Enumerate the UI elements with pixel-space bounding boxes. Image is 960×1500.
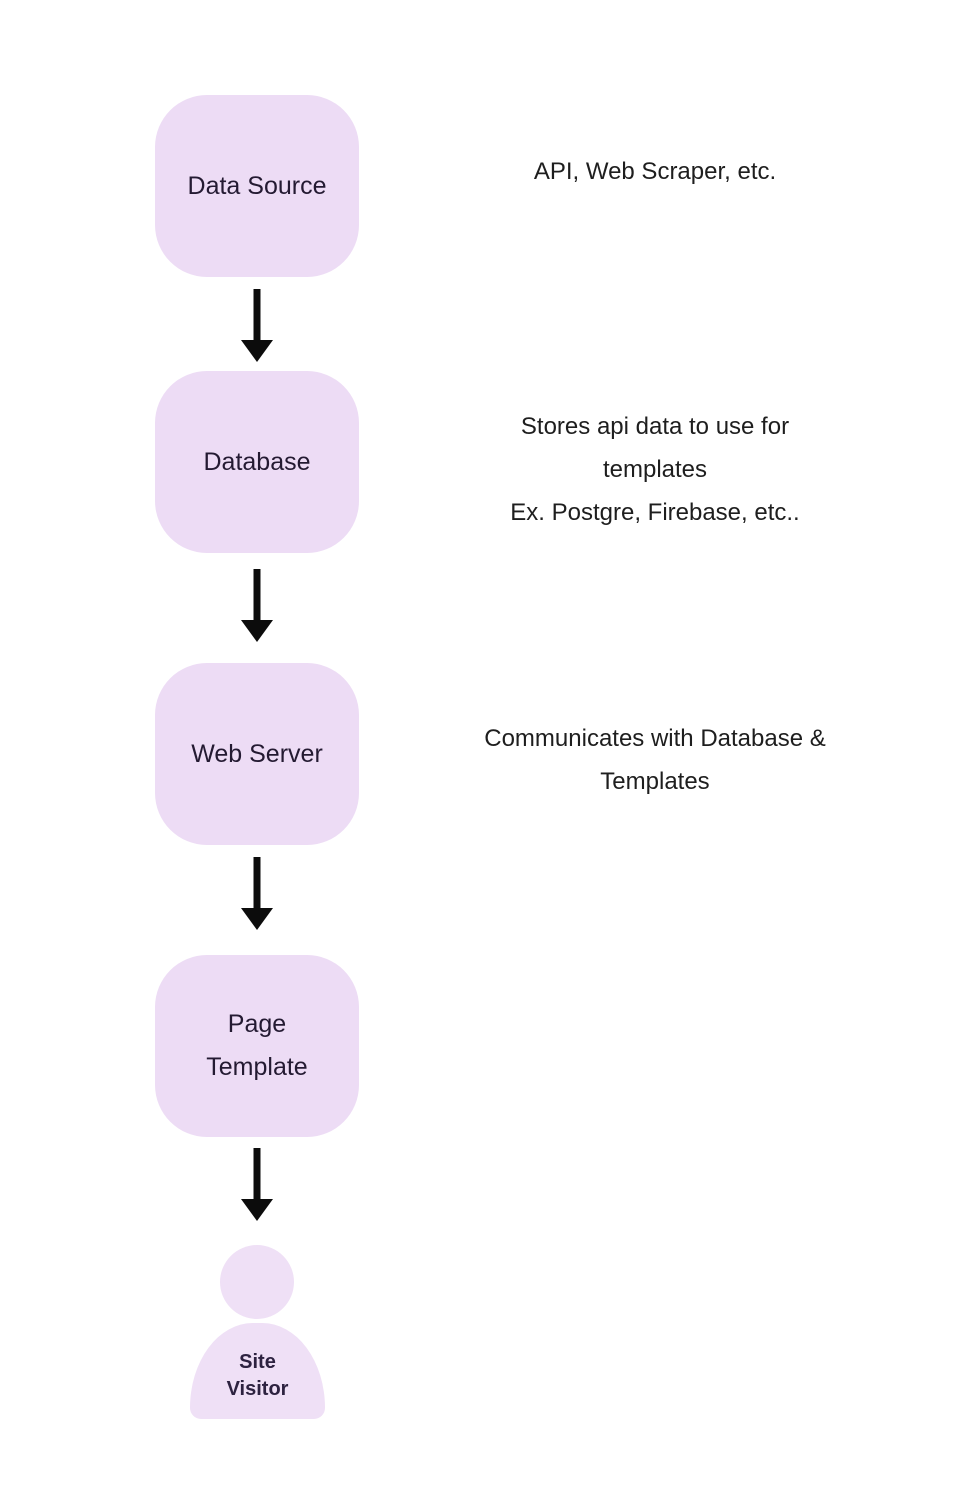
annotation-data-source: API, Web Scraper, etc. [533,158,777,185]
node-database: Database [155,371,359,553]
down-arrow-icon [240,289,274,363]
down-arrow-icon [240,857,274,931]
node-data-source-label: Data Source [187,171,327,200]
node-web-server-label: Web Server [191,739,323,768]
node-page-template: Page Template [155,955,359,1137]
annotation-database: Stores api data to use for templates Ex.… [510,413,800,526]
down-arrow-icon [240,569,274,643]
node-web-server: Web Server [155,663,359,845]
person-head [220,1245,294,1319]
node-data-source: Data Source [155,95,359,277]
person-body: Site Visitor [190,1323,325,1419]
annotation-web-server: Communicates with Database & Templates [484,725,826,795]
node-database-label: Database [203,447,311,476]
person-label: Site Visitor [226,1351,289,1400]
down-arrow-icon [240,1148,274,1222]
node-page-template-label: Page Template [206,1010,308,1081]
